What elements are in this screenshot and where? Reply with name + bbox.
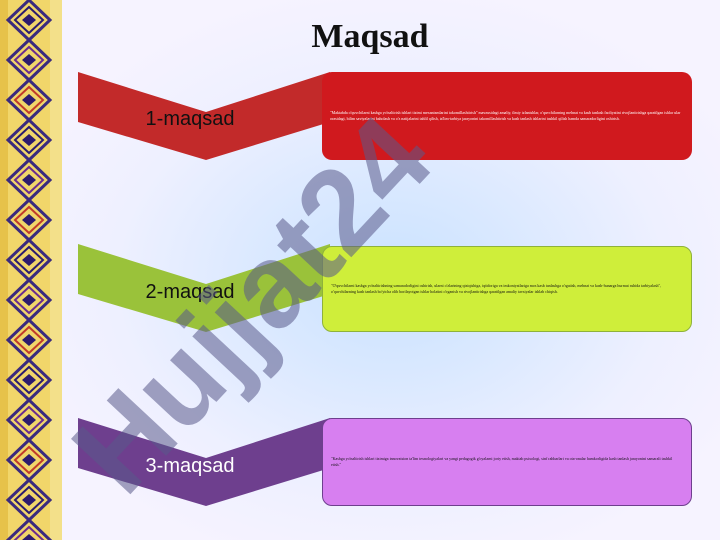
goal-1-chevron [78,72,330,160]
goal-1-label: 1-maqsad [145,108,235,130]
goal-2-box: "O'quvchilarni kasbga yo'naltirishning s… [322,246,692,332]
decorative-border [0,0,62,540]
page-title: Maqsad [311,18,429,55]
goal-3-label: 3-maqsad [145,455,235,477]
goal-3-box: "Kasbga yo'naltirish ishlari tizimiga in… [322,418,692,506]
goal-1-text: "Maktabda o'quvchilarni kasbga yo'naltir… [330,110,681,121]
goal-3-chevron [78,418,330,506]
goal-2-text: "O'quvchilarni kasbga yo'naltirishning s… [331,283,662,294]
goal-2-label: 2-maqsad [145,281,235,303]
goal-3-text: "Kasbga yo'naltirish ishlari tizimiga in… [331,456,673,467]
goal-2-chevron [78,244,330,332]
goal-1-box: "Maktabda o'quvchilarni kasbga yo'naltir… [322,72,692,160]
